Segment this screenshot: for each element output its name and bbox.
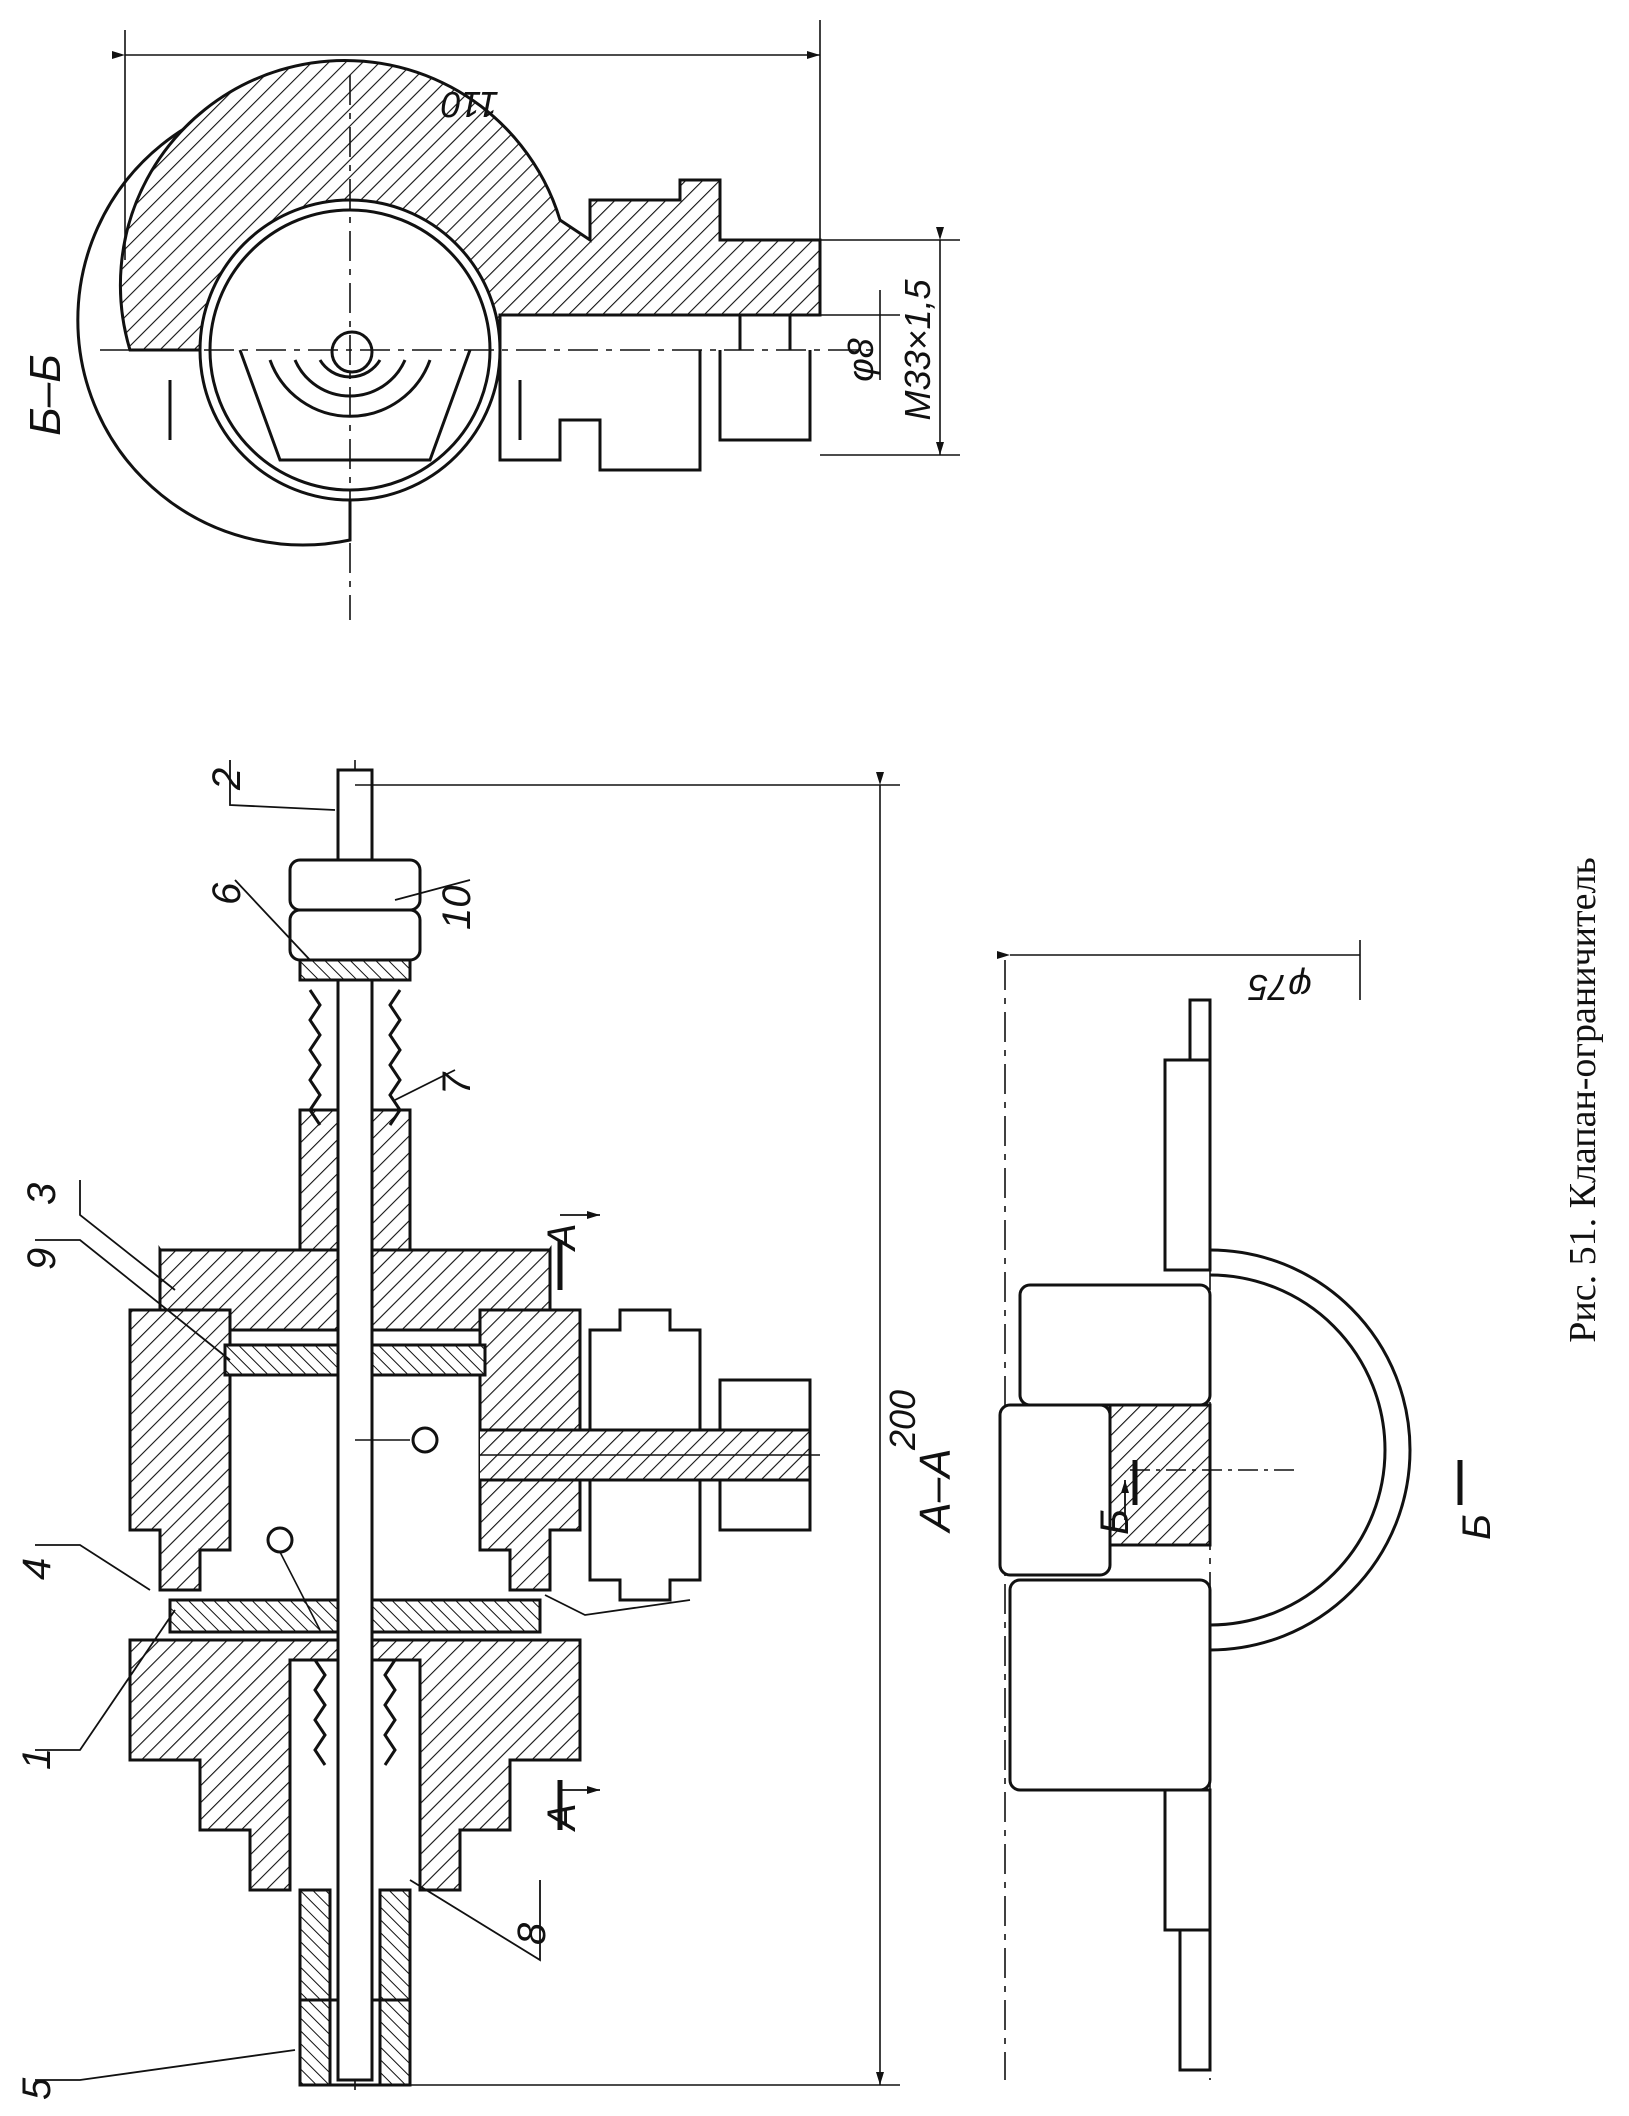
bb-fitting-lower <box>498 350 702 472</box>
part-labels: 1 2 3 4 5 6 7 8 9 10 <box>15 768 554 2100</box>
aa-block-lower <box>1008 1578 1212 1792</box>
lower-body-right <box>368 1638 582 1892</box>
figure-caption: Рис. 51. Клапан-ограничитель <box>1562 857 1604 1343</box>
spring-upper <box>308 989 322 1126</box>
section-bb-label: Б–Б <box>21 354 70 436</box>
dimension-length: 200 <box>882 1390 923 1451</box>
aa-block-upper <box>1018 1283 1212 1407</box>
bb-hex-nut <box>238 349 472 462</box>
section-mark-b-right: Б <box>1455 1514 1499 1540</box>
dimension-diameter: φ75 <box>1247 967 1312 1008</box>
part-label-9: 9 <box>20 1248 64 1270</box>
aa-flange-arc <box>1209 1248 1412 1652</box>
view-aa <box>997 940 1463 2080</box>
part-label-8: 8 <box>510 1922 554 1945</box>
dimension-width: 110 <box>441 84 498 125</box>
aa-block-middle <box>998 1403 1112 1577</box>
part-label-10: 10 <box>435 886 479 931</box>
nut-lower-left <box>298 1888 332 2087</box>
part-label-7: 7 <box>435 1071 479 1095</box>
part-label-2: 2 <box>205 768 249 791</box>
lock-nut-lower <box>288 908 422 962</box>
lower-body-left <box>128 1638 342 1892</box>
main-section-view <box>35 760 900 2095</box>
dimension-bore: φ8 <box>840 338 881 382</box>
spring-lower <box>313 1659 327 1766</box>
stem <box>336 768 374 2082</box>
lock-nut-upper <box>288 858 422 912</box>
dimension-thread: M33×1,5 <box>897 278 938 420</box>
bb-center-pin <box>330 330 374 374</box>
part-label-6: 6 <box>205 882 249 905</box>
part-label-4: 4 <box>15 1558 59 1580</box>
part-label-5: 5 <box>15 2077 59 2100</box>
section-mark-b-left: Б <box>1093 1509 1137 1535</box>
section-bb-view <box>76 20 960 620</box>
section-mark-a-bottom: А <box>540 1803 584 1832</box>
part-label-1: 1 <box>15 1748 59 1770</box>
view-aa-label: А–А <box>911 1448 960 1534</box>
part-label-3: 3 <box>20 1183 64 1205</box>
nut-lower-right <box>378 1888 412 2087</box>
section-mark-a-top: А <box>540 1223 584 1252</box>
